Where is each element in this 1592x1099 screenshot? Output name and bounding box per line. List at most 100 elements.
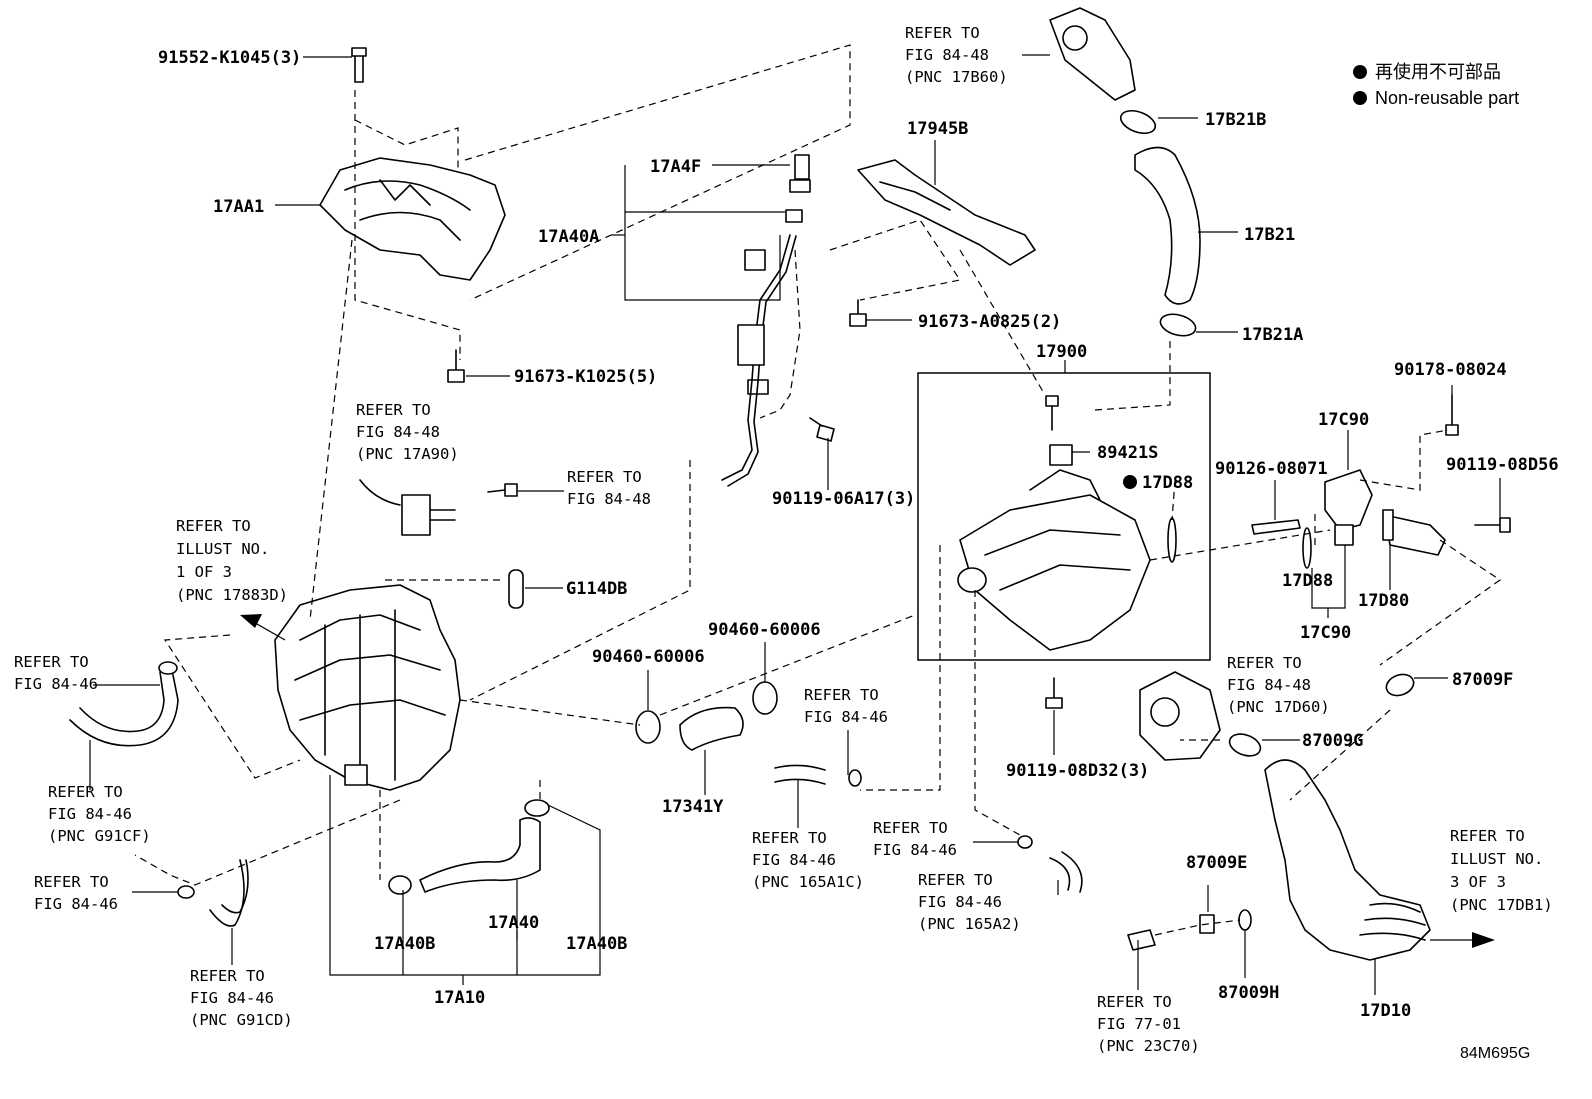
bolt-89421-area-drawing [1045,395,1059,431]
assembly-17900-box [917,372,1211,661]
clamp-90460-right-drawing [752,681,778,715]
label-90460-60006-left: 90460-60006 [592,647,705,667]
refer-note-165A1C: REFER TO FIG 84-46 (PNC 165A1C) [752,829,864,891]
legend: 再使用不可部品 Non-reusable part [1353,62,1519,108]
label-17AA1: 17AA1 [213,197,264,217]
hose-165A2-drawing [1017,835,1083,893]
hose-17341Y-drawing [679,706,744,751]
label-17A40: 17A40 [488,913,539,933]
refer-note-165A2: REFER TO FIG 84-46 (PNC 165A2) [918,871,1021,933]
refer-note-illust-3-of-3: REFER TO ILLUST NO. 3 OF 3 (PNC 17DB1) [1450,827,1553,914]
label-90178-08024: 90178-08024 [1394,360,1507,380]
label-17D80: 17D80 [1358,591,1409,611]
hose-clamp-17A4F-drawing [785,154,811,223]
clamp-87009F-drawing [1385,673,1415,697]
bolt-91673k-drawing [447,349,465,383]
hose-165A1C-drawing [774,764,862,787]
hose-17B21-drawing [1134,146,1201,305]
label-91673-A0825: 91673-A0825(2) [918,312,1061,332]
refer-note-G91CF: REFER TO FIG 84-46 (PNC G91CF) [48,783,151,845]
label-90119-08D32: 90119-08D32(3) [1006,761,1149,781]
flange-17D60-drawing [1139,671,1221,761]
label-17D88-lower: 17D88 [1282,571,1333,591]
legend-english: Non-reusable part [1375,88,1519,108]
refer-note-illust-1-of-3: REFER TO ILLUST NO. 1 OF 3 (PNC 17883D) [176,517,288,604]
label-17C90-lower: 17C90 [1300,623,1351,643]
refer-note-17D60: REFER TO FIG 84-48 (PNC 17D60) [1227,654,1330,716]
clamp-17B21B-drawing [1119,109,1157,135]
label-17A10: 17A10 [434,988,485,1008]
bolt-91552-drawing [351,47,367,83]
label-17B21A: 17B21A [1242,325,1303,345]
bracket-17945B-drawing [857,159,1036,266]
label-G114DB: G114DB [566,579,627,599]
bolt-90119-06A17-drawing [809,417,835,442]
sensor-17A90-drawing [359,479,456,536]
legend-japanese: 再使用不可部品 [1375,62,1501,82]
label-87009G: 87009G [1302,731,1363,751]
refer-note-23C70: REFER TO FIG 77-01 (PNC 23C70) [1097,993,1200,1055]
label-17B21B: 17B21B [1205,110,1266,130]
bolt-90119-08D32-drawing [1045,677,1063,709]
label-17A40A: 17A40A [538,227,599,247]
refer-note-17A90: REFER TO FIG 84-48 (PNC 17A90) [356,401,459,463]
label-87009F: 87009F [1452,670,1513,690]
label-17A40B-right: 17A40B [566,934,627,954]
refer-note-G91CD: REFER TO FIG 84-46 (PNC G91CD) [190,967,293,1029]
label-87009E: 87009E [1186,853,1247,873]
refer-note-fig-84-46-center: REFER TO FIG 84-46 [873,819,957,859]
bolt-refer-8448-drawing [487,483,518,497]
cover-17AA1-drawing [319,157,506,281]
pipe-17A40A-drawing [721,234,797,487]
label-87009H: 87009H [1218,983,1279,1003]
label-17945B: 17945B [907,119,968,139]
refer-note-fig-84-48: REFER TO FIG 84-48 [567,468,651,508]
refer-note-fig-84-46-middle: REFER TO FIG 84-46 [804,686,888,726]
gasket-G114DB-drawing [508,569,524,609]
non-reusable-dot-icon [1353,91,1367,105]
hose-G91CD-drawing [177,859,249,927]
egr-cooler-17900-drawing [957,469,1151,651]
label-17A4F: 17A4F [650,157,701,177]
pipe-17D80-drawing [1382,509,1446,556]
label-17C90-top: 17C90 [1318,410,1369,430]
label-17B21: 17B21 [1244,225,1295,245]
label-17341Y: 17341Y [662,797,724,817]
drawing-code: 84M695G [1460,1045,1530,1062]
label-17A40B-left: 17A40B [374,934,435,954]
label-90119-06A17: 90119-06A17(3) [772,489,915,509]
label-90126-08071: 90126-08071 [1215,459,1328,479]
bolt-90119-08D56-drawing [1474,517,1511,533]
clamp-90460-left-drawing [635,710,661,744]
label-17D88-top: 17D88 [1142,473,1193,493]
label-89421S: 89421S [1097,443,1158,463]
part-labels: 91552-K1045(3) 17AA1 91673-K1025(5) 17A4… [158,48,1559,1021]
engine-block-drawing [274,584,461,791]
label-90119-08D56: 90119-08D56 [1446,455,1559,475]
sensor-89421S-drawing [1049,444,1073,466]
arrow-right-icon [1472,932,1495,948]
label-91552-K1045: 91552-K1045(3) [158,48,301,68]
hose-G91CF-drawing [69,661,179,747]
label-91673-K1025: 91673-K1025(5) [514,367,657,387]
non-reusable-dot-icon [1123,475,1137,489]
part-drawings [69,7,1511,961]
arrow-left-icon [240,614,286,641]
clamp-17B21A-drawing [1159,313,1197,337]
refer-notes: REFER TO FIG 84-48 (PNC 17B60) REFER TO … [14,24,1553,1055]
non-reusable-dot-icon [1353,65,1367,79]
stud-90126-drawing [1251,519,1301,535]
egr-valve-17C90-drawing [1324,469,1373,546]
outlet-flange-drawing [1049,7,1136,101]
pipe-23C70-drawing [1127,929,1156,951]
label-17900: 17900 [1036,342,1087,362]
label-90460-60006-right: 90460-60006 [708,620,821,640]
refer-note-fig-84-46-lower-left: REFER TO FIG 84-46 [34,873,118,913]
clamp-87009G-drawing [1228,733,1262,757]
pipe-17D10-drawing [1264,759,1431,961]
bolt-91673a-drawing [849,299,867,327]
bolt-90178-drawing [1445,394,1459,436]
label-17D10: 17D10 [1360,1001,1411,1021]
